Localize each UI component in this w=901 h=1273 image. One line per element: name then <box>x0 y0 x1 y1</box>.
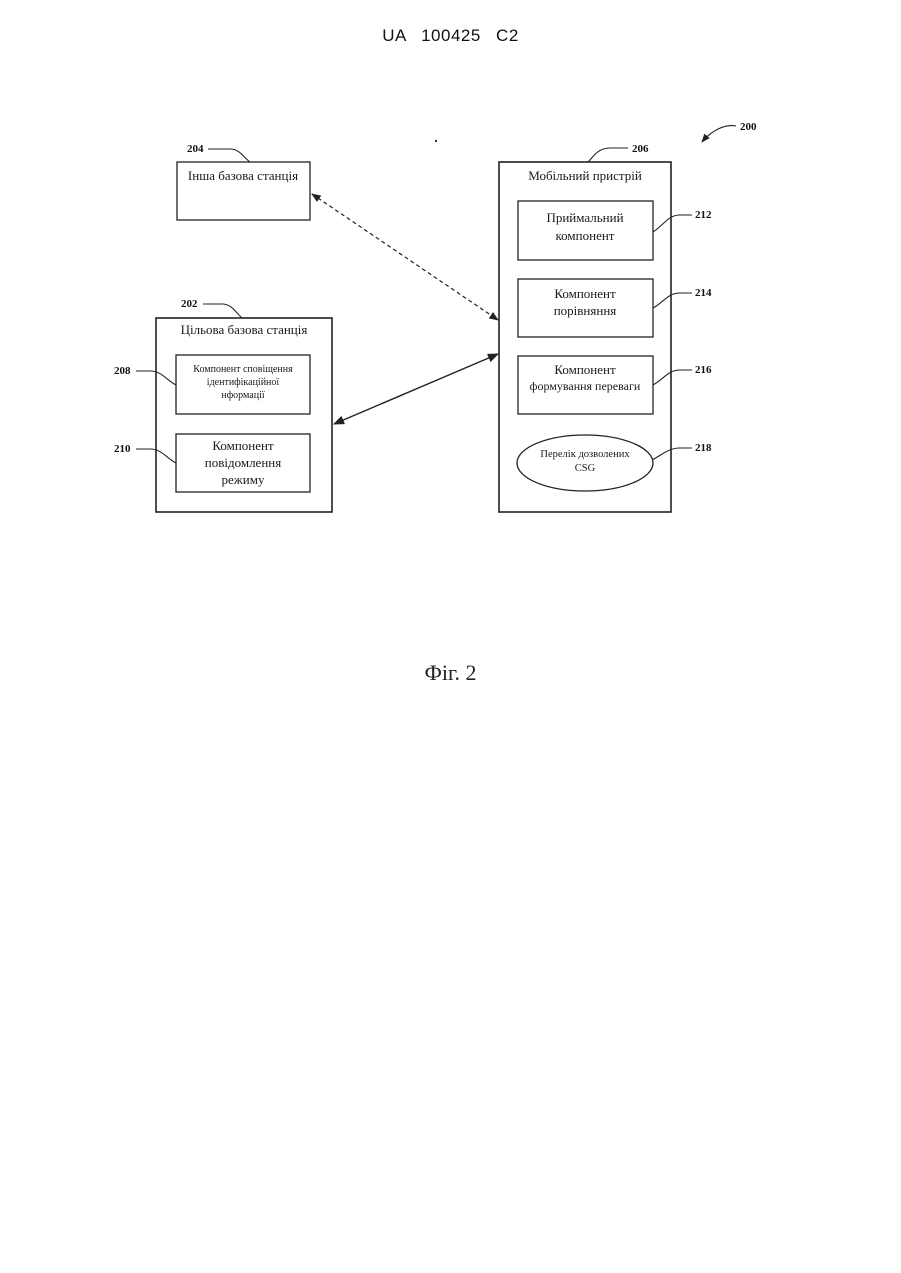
ref-204-leader <box>208 149 250 162</box>
receiving-line-1: Приймальний <box>546 210 623 225</box>
ref-216: 216 <box>695 364 712 376</box>
dashed-link-other-to-mobile <box>312 194 498 320</box>
target-base-station: Цільова базова станція 202 Компонент спо… <box>114 298 332 512</box>
mode-message-line-3: режиму <box>222 472 265 487</box>
ref-214: 214 <box>695 287 712 299</box>
ref-214-leader <box>653 293 692 308</box>
ref-212-leader <box>653 215 692 232</box>
csg-list-line-1: Перелік дозволених <box>540 449 630 460</box>
other-base-station-title: Інша базова станція <box>188 168 298 183</box>
figure-ref-arrow <box>702 126 736 142</box>
ref-206-leader <box>588 148 628 162</box>
comparison-line-1: Компонент <box>554 286 616 301</box>
mode-message-line-2: повідомлення <box>205 455 281 470</box>
figure-caption: Фіг. 2 <box>0 660 901 686</box>
target-base-station-title: Цільова базова станція <box>181 322 308 337</box>
mobile-device-title: Мобільний пристрій <box>528 168 642 183</box>
ref-208: 208 <box>114 365 131 377</box>
notification-line-2: ідентифікаційної <box>207 377 280 388</box>
notification-line-1: Компонент сповіщення <box>193 364 293 375</box>
ref-204: 204 <box>187 143 204 155</box>
other-base-station: Інша базова станція 204 <box>177 143 310 220</box>
ref-216-leader <box>653 370 692 385</box>
ref-218-leader <box>652 448 692 460</box>
solid-link-target-to-mobile <box>334 354 498 424</box>
figure-reference: 200 <box>702 121 757 142</box>
comparison-line-2: порівняння <box>554 303 617 318</box>
preference-line-2: формування переваги <box>530 379 641 393</box>
ref-206: 206 <box>632 143 649 155</box>
receiving-line-2: компонент <box>556 228 615 243</box>
ref-202: 202 <box>181 298 198 310</box>
ref-202-leader <box>203 304 242 318</box>
csg-list-line-2: CSG <box>575 463 596 474</box>
notification-line-3: нформації <box>221 390 265 401</box>
ref-218: 218 <box>695 442 712 454</box>
ref-210: 210 <box>114 443 131 455</box>
preference-line-1: Компонент <box>554 362 616 377</box>
ref-200: 200 <box>740 121 757 133</box>
ref-212: 212 <box>695 209 712 221</box>
mode-message-line-1: Компонент <box>212 438 274 453</box>
block-diagram: 200 Інша базова станція 204 Цільова базо… <box>0 0 901 640</box>
mobile-device: Мобільний пристрій 206 Приймальний компо… <box>499 143 712 512</box>
scan-speck <box>435 140 437 142</box>
